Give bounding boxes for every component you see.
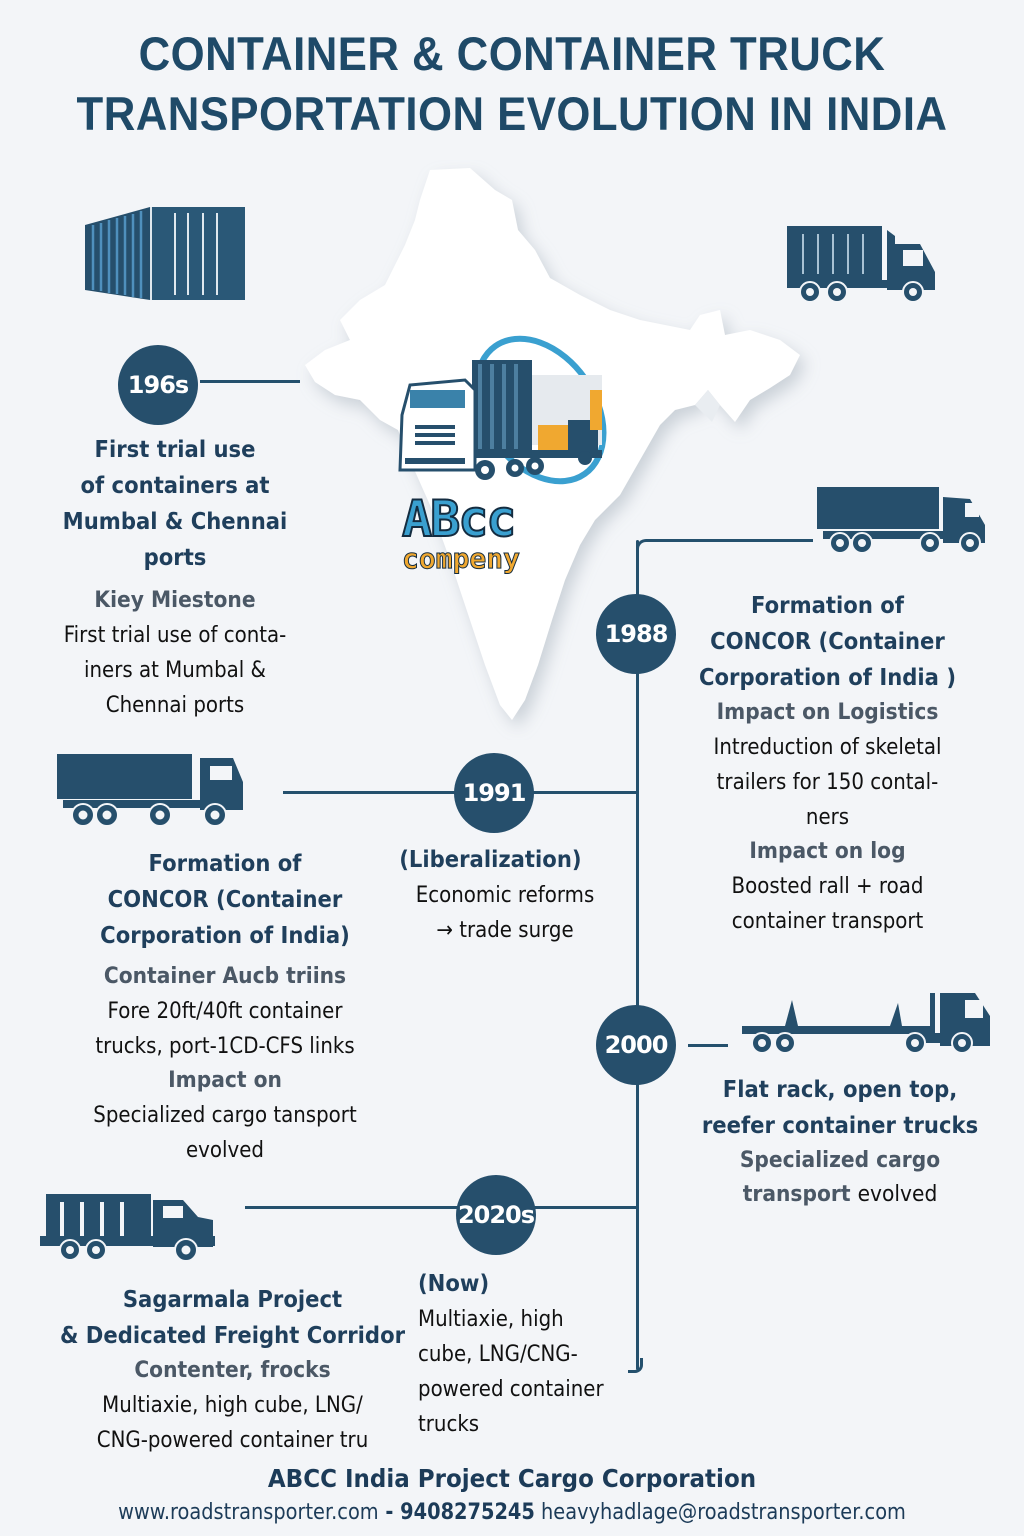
milestone-1991: (Liberalization) Economic reforms → trad… (390, 842, 620, 948)
milestone-body-line: container transport (731, 909, 924, 934)
footer-separator: - (378, 1500, 401, 1525)
footer-company-name: ABCC India Project Cargo Corporation (267, 1464, 757, 1493)
timeline-connector-1988 (636, 539, 813, 554)
year-badge-196s: 196s (118, 345, 198, 425)
milestone-body-line: First trial use of conta- (63, 623, 287, 648)
milestone-2000: Flat rack, open top, reefer container tr… (680, 1072, 1000, 1212)
milestone-body-line: powered container (418, 1377, 604, 1402)
milestone-heading-line: Mumbal & Chennai (62, 509, 288, 535)
milestone-heading-line: Corporation of India ) (698, 665, 956, 691)
milestone-body-line: Intreduction of skeletal (713, 735, 942, 760)
milestone-heading-line: of containers at (80, 473, 270, 499)
milestone-body-line: trucks (418, 1412, 480, 1437)
flatbed-trailer-truck-icon-2000 (742, 993, 990, 1054)
milestone-body-line: Specialized cargo tansport (93, 1103, 357, 1128)
footer-phone[interactable]: 9408275245 (400, 1500, 535, 1525)
milestone-body-inline: evolved (857, 1182, 938, 1207)
milestone-heading-line: First trial use (94, 437, 256, 463)
milestone-heading-line: & Dedicated Freight Corridor (59, 1323, 406, 1349)
milestone-heading-line: Corporation of India) (100, 923, 350, 949)
milestone-subheading: Specialized cargo (739, 1148, 941, 1173)
logo-truck-icon (398, 335, 607, 485)
milestone-heading-line: Formation of (751, 593, 904, 619)
footer-website-link[interactable]: www.roadstransporter.com (118, 1500, 379, 1525)
milestone-body-line: Chennai ports (105, 693, 245, 718)
logo-brand-text: ABcc (401, 490, 517, 548)
box-truck-icon-1988 (817, 487, 985, 554)
milestone-body-line: → trade surge (436, 918, 574, 943)
timeline-connector-2020s (245, 1206, 638, 1221)
year-badge-1988: 1988 (596, 594, 676, 674)
milestone-heading-line: (Now) (418, 1271, 490, 1297)
milestone-heading-line: Flat rack, open top, (722, 1077, 958, 1103)
milestone-body-line: CNG-powered container tru (96, 1428, 369, 1453)
year-badge-1991: 1991 (454, 753, 534, 833)
year-badge-2000: 2000 (596, 1005, 676, 1085)
milestone-body-line: Economic reforms (415, 883, 595, 908)
milestone-2020s: (Now) Multiaxie, high cube, LNG/CNG- pow… (418, 1266, 648, 1442)
milestone-heading-line: ports (143, 545, 207, 571)
milestone-body-line: ners (805, 805, 850, 830)
milestone-heading-line: Formation of (148, 851, 302, 877)
milestone-body-line: Multiaxie, high cube, LNG/ (102, 1393, 363, 1418)
milestone-heading-line: (Liberalization) (399, 847, 582, 873)
timeline-vertical-line (636, 540, 639, 1370)
logo-sub-text: compeny (402, 542, 521, 575)
milestone-subheading-part: transport (742, 1182, 851, 1207)
milestone-heading-line: reefer container trucks (701, 1113, 979, 1139)
milestone-body-line: trailers for 150 contal- (716, 770, 939, 795)
milestone-subheading-2: Impact on (168, 1068, 282, 1093)
milestone-subheading: Impact on Logistics (716, 700, 939, 725)
milestone-heading-line: CONCOR (Container (107, 887, 343, 913)
milestone-body-line: Fore 20ft/40ft container (107, 999, 343, 1024)
shipping-container-icon (85, 207, 245, 300)
milestone-heading-line: Sagarmala Project (122, 1287, 343, 1313)
milestone-heading-line: CONCOR (Container (710, 629, 945, 655)
milestone-2020s-left: Sagarmala Project & Dedicated Freight Co… (40, 1282, 425, 1458)
year-badge-2020s: 2020s (456, 1175, 536, 1255)
milestone-1988: Formation of CONCOR (Container Corporati… (685, 588, 970, 939)
timeline-end-hook (628, 1358, 643, 1373)
timeline-connector-196s (200, 380, 300, 383)
timeline-connector-2000 (688, 1044, 728, 1047)
milestone-body-line: Boosted rall + road (731, 874, 924, 899)
milestone-body-line: cube, LNG/CNG- (418, 1342, 578, 1367)
page-title-line-2: TRANSPORTATION EVOLUTION IN INDIA (76, 87, 948, 140)
abcc-logo: ABcc compeny (390, 330, 620, 580)
milestone-1991-left: Formation of CONCOR (Container Corporati… (55, 846, 395, 1168)
milestone-subheading: Contenter, frocks (134, 1358, 331, 1383)
milestone-body-line: iners at Mumbal & (83, 658, 267, 683)
footer-email-link[interactable]: heavyhadlage@roadstransporter.com (541, 1500, 906, 1525)
milestone-body-line: evolved (186, 1138, 264, 1163)
milestone-subheading: Kiey Miestone (94, 588, 256, 613)
milestone-196s: First trial use of containers at Mumbal … (40, 432, 310, 723)
page-title-line-1: CONTAINER & CONTAINER TRUCK (138, 27, 886, 80)
box-truck-icon-top-right (787, 226, 935, 303)
milestone-body-line: trucks, port-1CD-CFS links (95, 1034, 355, 1059)
box-truck-icon-1991 (57, 754, 243, 827)
milestone-subheading-2: Impact on log (749, 839, 906, 864)
cargo-truck-icon-2020s (40, 1194, 215, 1262)
milestone-body-line: Multiaxie, high (418, 1307, 564, 1332)
milestone-subheading: Container Aucb triins (103, 964, 347, 989)
footer-contact: www.roadstransporter.com - 9408275245 he… (61, 1500, 962, 1525)
milestone-subheading: transport evolved (693, 1178, 987, 1212)
